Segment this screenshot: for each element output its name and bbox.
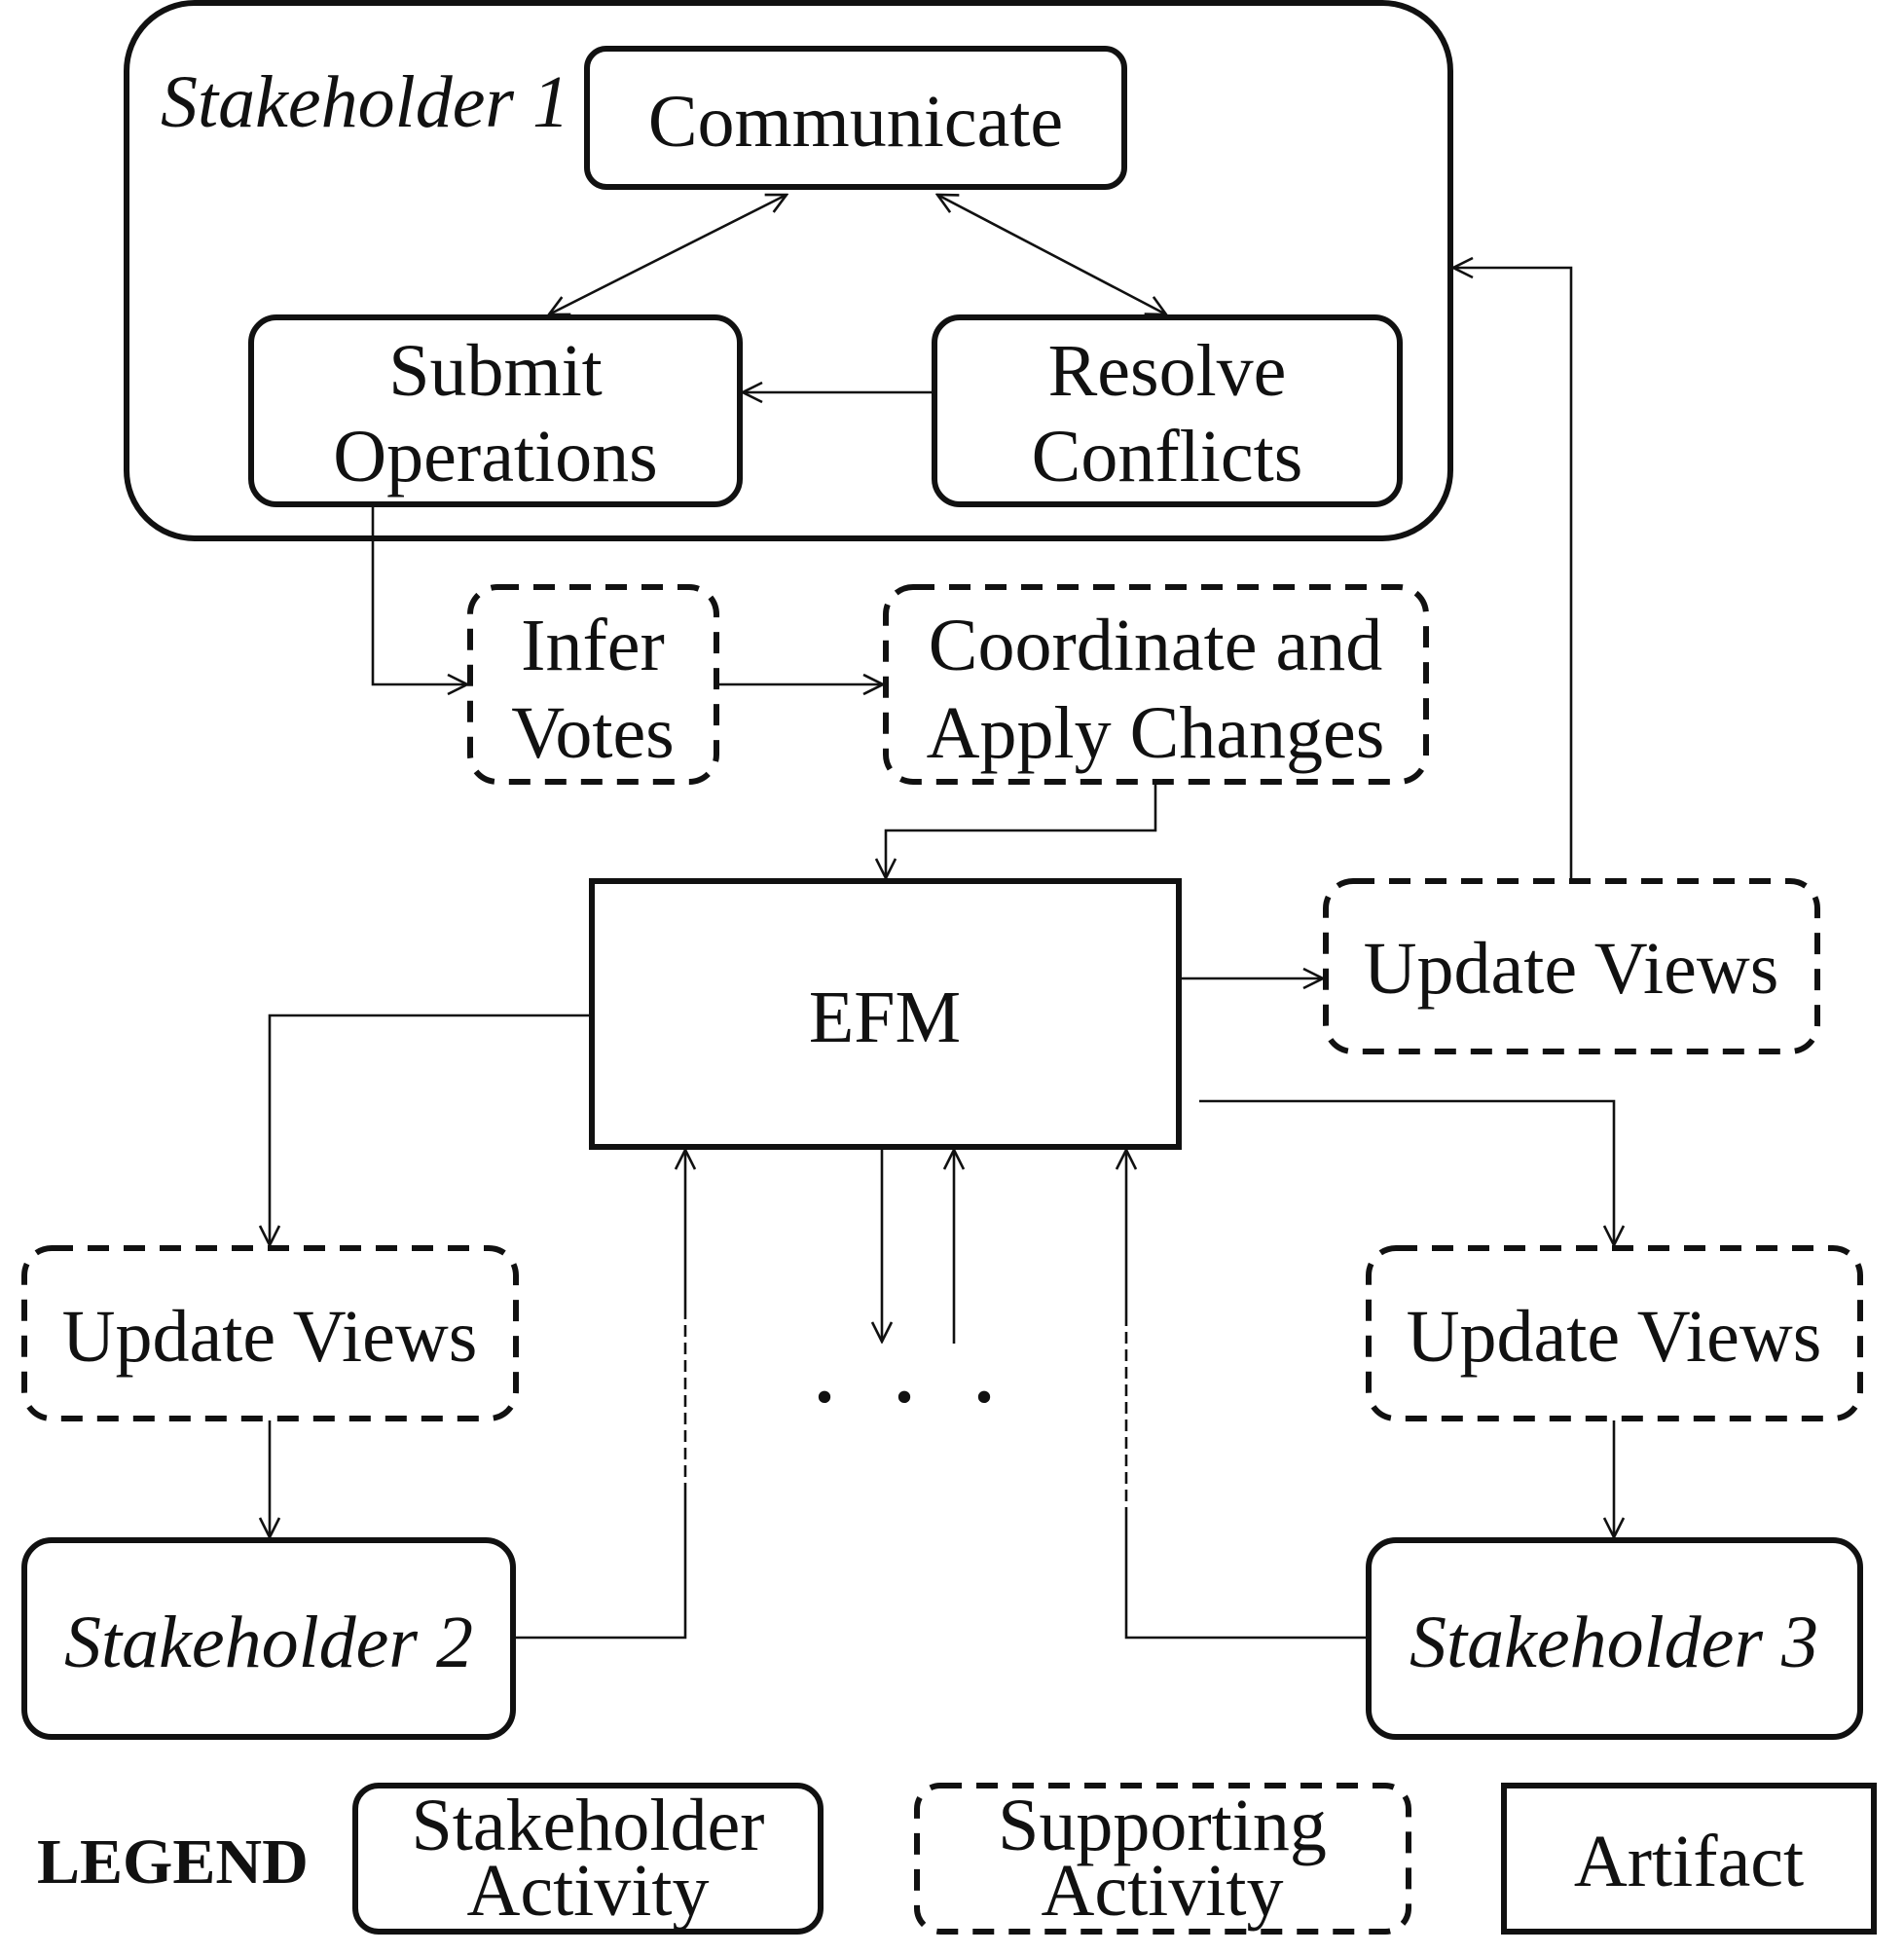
submit-operations-label-line2: Operations bbox=[333, 416, 657, 498]
update-views-right-label: Update Views bbox=[1364, 928, 1779, 1010]
edge-submit-infer bbox=[371, 507, 467, 684]
edge-update-right-stakeholder-1 bbox=[1453, 268, 1573, 879]
legend-stakeholder-activity-line1: Stakeholder bbox=[411, 1785, 764, 1866]
legend-supporting-activity-line1: Supporting bbox=[998, 1785, 1327, 1866]
edge-stakeholder-3-efm-line bbox=[1124, 1519, 1366, 1640]
coordinate-apply-label-line1: Coordinate and bbox=[929, 605, 1382, 686]
resolve-conflicts-label-line1: Resolve bbox=[1048, 330, 1287, 412]
coordinate-apply-label-line2: Apply Changes bbox=[927, 692, 1385, 774]
edge-stakeholder-2-efm-line bbox=[516, 1494, 687, 1640]
more-stakeholders-ellipsis: . . . bbox=[816, 1337, 1015, 1419]
resolve-conflicts-node bbox=[932, 314, 1403, 507]
infer-votes-label-line2: Votes bbox=[511, 692, 675, 774]
infer-votes-label-line1: Infer bbox=[521, 605, 665, 686]
connectors bbox=[270, 195, 1614, 1640]
legend-stakeholder-activity-line2: Activity bbox=[466, 1850, 709, 1932]
resolve-conflicts-label-line2: Conflicts bbox=[1032, 416, 1303, 498]
communicate-label: Communicate bbox=[648, 81, 1063, 163]
legend-stakeholder-activity-swatch bbox=[352, 1783, 824, 1935]
coordinate-apply-node bbox=[883, 584, 1429, 785]
update-views-lower-right-node bbox=[1366, 1245, 1863, 1421]
update-views-left-label: Update Views bbox=[62, 1296, 478, 1378]
efm-artifact-node bbox=[589, 878, 1182, 1150]
legend-supporting-activity-line2: Activity bbox=[1041, 1850, 1283, 1932]
submit-operations-label-line1: Submit bbox=[388, 330, 603, 412]
stakeholder-2-label: Stakeholder 2 bbox=[64, 1602, 473, 1683]
stakeholder-3-label: Stakeholder 3 bbox=[1410, 1602, 1818, 1683]
edge-communicate-resolve bbox=[937, 195, 1166, 314]
stakeholder-1-label: Stakeholder 1 bbox=[161, 61, 569, 143]
edge-efm-update-left bbox=[270, 1014, 589, 1245]
legend-artifact-swatch bbox=[1501, 1783, 1877, 1935]
legend: LEGEND Stakeholder Activity Supporting A… bbox=[37, 1783, 1877, 1935]
edge-coordinate-efm bbox=[886, 785, 1157, 878]
legend-supporting-activity-swatch bbox=[914, 1783, 1411, 1935]
update-views-left-node bbox=[21, 1245, 519, 1421]
legend-artifact-label: Artifact bbox=[1574, 1821, 1804, 1902]
submit-operations-node bbox=[248, 314, 743, 507]
infer-votes-node bbox=[467, 584, 719, 785]
update-views-right-node bbox=[1323, 878, 1820, 1054]
stakeholder-3-node bbox=[1366, 1537, 1863, 1740]
edge-efm-update-lower-right bbox=[1199, 1099, 1614, 1245]
efm-label: EFM bbox=[809, 977, 961, 1058]
edge-communicate-submit bbox=[549, 195, 787, 314]
legend-title: LEGEND bbox=[37, 1826, 309, 1898]
communicate-node bbox=[584, 46, 1127, 190]
stakeholder-2-node bbox=[21, 1537, 516, 1740]
update-views-lower-right-label: Update Views bbox=[1407, 1296, 1822, 1378]
